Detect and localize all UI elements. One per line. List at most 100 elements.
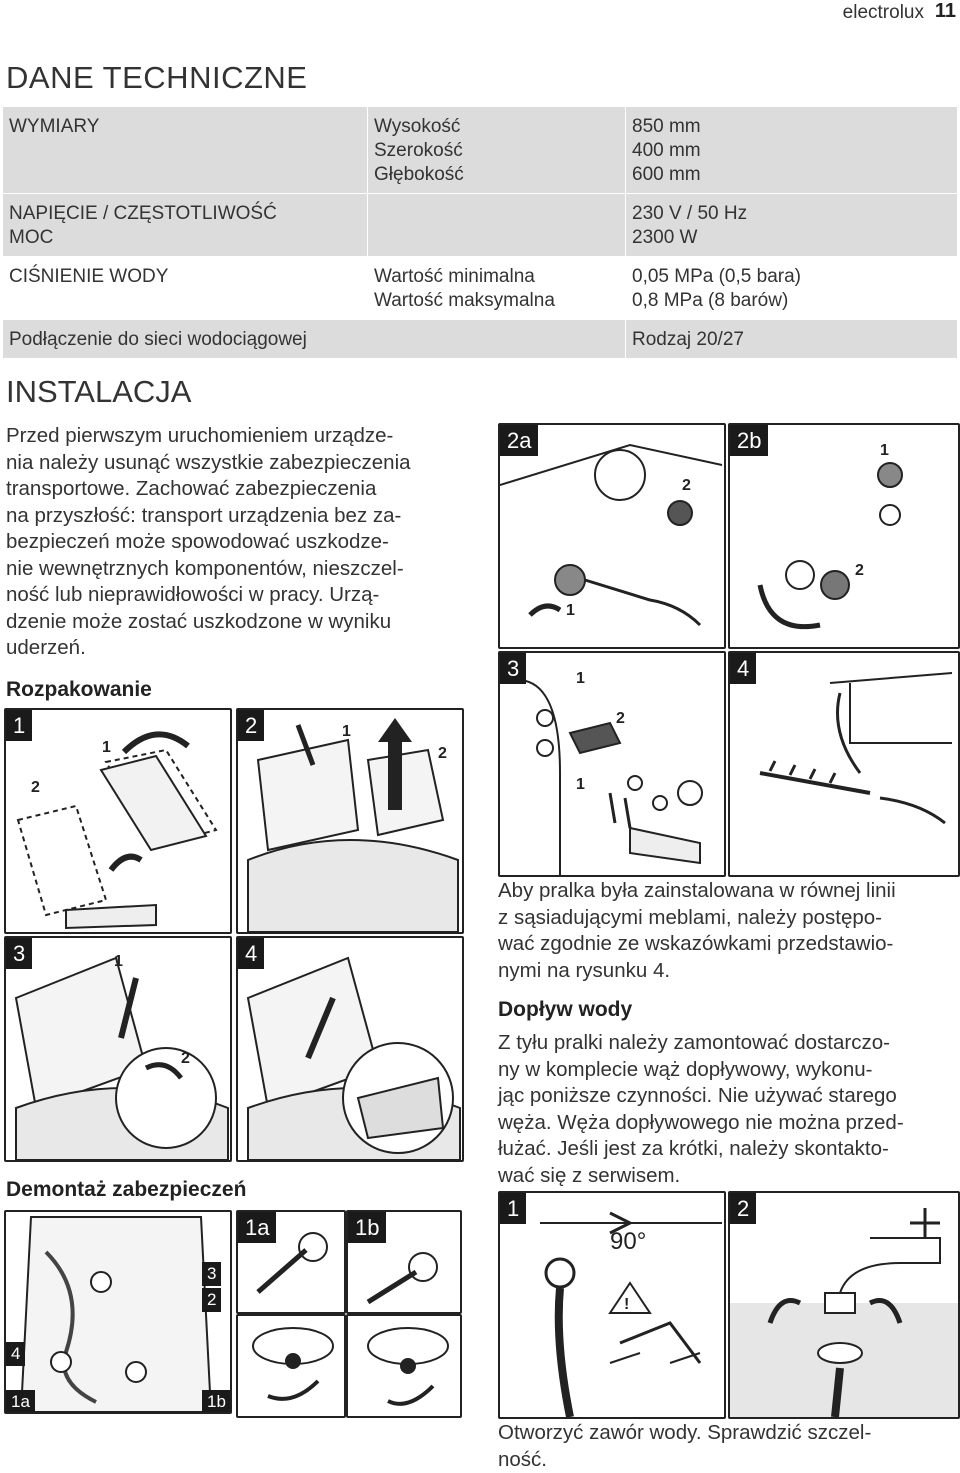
water-figure-1: 1 90° !: [498, 1191, 726, 1419]
text-line: transportowe. Zachować zabezpieczenia: [6, 476, 476, 503]
spec-label: WYMIARY: [9, 115, 361, 139]
unpack-title: Rozpakowanie: [6, 678, 152, 702]
hose-connect-illustration: 90° !: [500, 1193, 724, 1417]
text-line: na przyszłość: transport urządzenia bez …: [6, 503, 476, 530]
spec-param: Wysokość: [374, 115, 619, 139]
text-line: wać się z serwisem.: [498, 1163, 958, 1190]
box-lift-illustration: 1 2: [6, 710, 230, 932]
callout-2: 2: [202, 1288, 221, 1312]
text-line: Przed pierwszym uruchomieniem urządze-: [6, 423, 476, 450]
spec-row-dimensions: WYMIARY Wysokość Szerokość Głębokość 850…: [3, 107, 958, 194]
text-line: nie wewnętrznych komponentów, nieszczel-: [6, 556, 476, 583]
step-number: 2: [730, 1193, 756, 1224]
spec-value: 0,05 MPa (0,5 bara): [632, 265, 951, 289]
foam-removal-illustration: 1 2: [238, 710, 462, 932]
callout-3: 3: [202, 1262, 221, 1286]
text-line: ny w komplecie wąż dopływowy, wykonu-: [498, 1057, 958, 1084]
step-number: 4: [238, 938, 264, 969]
step-number: 1a: [238, 1212, 276, 1243]
text-line: nia należy usunąć wszystkie zabezpieczen…: [6, 450, 476, 477]
callout-1: 1: [880, 442, 889, 459]
callout-2: 2: [181, 1050, 190, 1067]
spec-label: MOC: [9, 226, 361, 250]
callout-4: 4: [6, 1342, 25, 1366]
spec-value: 850 mm: [632, 115, 951, 139]
text-line: ność.: [498, 1447, 958, 1473]
spec-param: Wartość minimalna: [374, 265, 619, 289]
text-line: wać zgodnie ze wskazówkami przedstawio-: [498, 931, 958, 958]
spec-value: 400 mm: [632, 139, 951, 163]
text-line: Aby pralka była zainstalowana w równej l…: [498, 878, 958, 905]
callout-1: 1: [576, 670, 585, 687]
page-number: 11: [935, 0, 956, 23]
spec-value: 230 V / 50 Hz: [632, 202, 951, 226]
section-title-tech: DANE TECHNICZNE: [6, 60, 307, 96]
foam-insert-illustration: [238, 938, 462, 1160]
spec-param: Wartość maksymalna: [374, 289, 619, 313]
callout-2: 2: [855, 562, 864, 579]
text-line: dzenie może zostać uszkodzone w wyniku: [6, 609, 476, 636]
text-line: bezpieczeń może spowodować uszkodze-: [6, 529, 476, 556]
bolt-figure-1a-out: [236, 1314, 346, 1418]
spacer-removal-illustration: 1 2 1: [500, 653, 724, 875]
text-line: nymi na rysunku 4.: [498, 958, 958, 985]
step-number: 2a: [500, 425, 538, 456]
text-line: jąc poniższe czynności. Nie używać stare…: [498, 1083, 958, 1110]
callout-2: 2: [616, 710, 625, 727]
washer-rear-illustration: [6, 1212, 230, 1412]
step-number: 2: [238, 710, 264, 741]
callout-2: 2: [438, 745, 447, 762]
removal-figure-2a: 2a 2 1: [498, 423, 726, 649]
callout-1: 1: [342, 723, 351, 740]
step-number: 1: [6, 710, 32, 741]
spec-value: 600 mm: [632, 163, 951, 187]
step-number: 1: [500, 1193, 526, 1224]
callout-1: 1: [114, 953, 123, 970]
spec-value: 0,8 MPa (8 barów): [632, 289, 951, 313]
install-intro: Przed pierwszym uruchomieniem urządze- n…: [6, 423, 476, 662]
cap-insert-illustration: 1 2: [730, 425, 958, 647]
spec-value: 2300 W: [632, 226, 951, 250]
text-line: węża. Węża dopływowego nie można przed-: [498, 1110, 958, 1137]
step-number: 3: [500, 653, 526, 684]
removal-figure-3: 3 1 2 1: [498, 651, 726, 877]
callout-1: 1: [566, 602, 575, 619]
bolt-figure-1a: 1a: [236, 1210, 346, 1314]
bolt-remove-illustration: [348, 1316, 460, 1416]
foam-lift-illustration: 1 2: [6, 938, 230, 1160]
angle-label: 90°: [610, 1228, 646, 1255]
step-number: 1b: [348, 1212, 386, 1243]
step-number: 2b: [730, 425, 768, 456]
spec-label: Podłączenie do sieci wodociągowej: [9, 328, 619, 352]
spec-row-pressure: CIŚNIENIE WODY Wartość minimalna Wartość…: [3, 257, 958, 320]
text-line: łużać. Jeśli jest za krótki, należy skon…: [498, 1136, 958, 1163]
tech-spec-table: WYMIARY Wysokość Szerokość Głębokość 850…: [2, 106, 958, 359]
callout-2: 2: [682, 477, 691, 494]
rear-overview-figure: 3 2 4 1a 1b: [4, 1210, 232, 1414]
unpack-figure-2: 2 1 2: [236, 708, 464, 934]
spec-value: Rodzaj 20/27: [632, 328, 951, 352]
spec-row-connection: Podłączenie do sieci wodociągowej Rodzaj…: [3, 320, 958, 359]
water-figure-2: 2: [728, 1191, 960, 1419]
text-line: Otworzyć zawór wody. Sprawdzić szczel-: [498, 1420, 958, 1447]
callout-1: 1: [576, 776, 585, 793]
bolt-figure-1b: 1b: [346, 1210, 462, 1314]
step-number: 4: [730, 653, 756, 684]
spec-row-voltage: NAPIĘCIE / CZĘSTOTLIWOŚĆ MOC 230 V / 50 …: [3, 194, 958, 257]
bolt-wrench-illustration: 2 1: [500, 425, 724, 647]
removal-title: Demontaż zabezpieczeń: [6, 1178, 246, 1202]
brand-name: electrolux: [843, 2, 924, 24]
level-text: Aby pralka była zainstalowana w równej l…: [498, 878, 958, 984]
bolt-figure-1b-out: [346, 1314, 462, 1418]
text-line: Z tyłu pralki należy zamontować dostarcz…: [498, 1030, 958, 1057]
tap-connect-illustration: [730, 1193, 958, 1417]
callout-1b: 1b: [202, 1390, 231, 1414]
text-line: uderzeń.: [6, 635, 476, 662]
open-valve-text: Otworzyć zawór wody. Sprawdzić szczel- n…: [498, 1420, 958, 1473]
spec-label: NAPIĘCIE / CZĘSTOTLIWOŚĆ: [9, 202, 361, 226]
text-line: z sąsiadującymi meblami, należy postępo-: [498, 905, 958, 932]
water-supply-text: Z tyłu pralki należy zamontować dostarcz…: [498, 1030, 958, 1189]
unpack-figure-4: 4: [236, 936, 464, 1162]
text-line: ność lub nieprawidłowości w pracy. Urzą-: [6, 582, 476, 609]
removal-figure-2b: 2b 1 2: [728, 423, 960, 649]
